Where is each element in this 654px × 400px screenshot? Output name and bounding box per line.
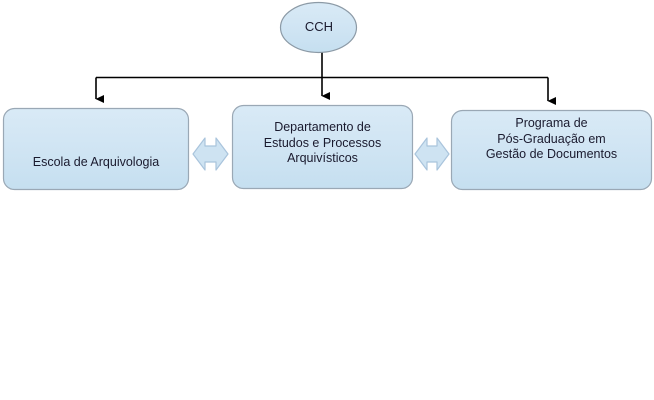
node-escola-de-arquivologia[interactable]: [2, 107, 190, 191]
hierarchy-connectors: [95, 52, 556, 105]
node-departamento-de-estudos-e-processos-arquivisticos[interactable]: [231, 104, 414, 190]
bidirectional-arrow-escola-departamento[interactable]: [192, 137, 229, 171]
bidirectional-arrow-departamento-programa[interactable]: [414, 137, 450, 171]
node-cch[interactable]: [279, 1, 358, 54]
node-programa-de-pos-graduacao-em-gestao-de-documentos[interactable]: [450, 109, 653, 191]
